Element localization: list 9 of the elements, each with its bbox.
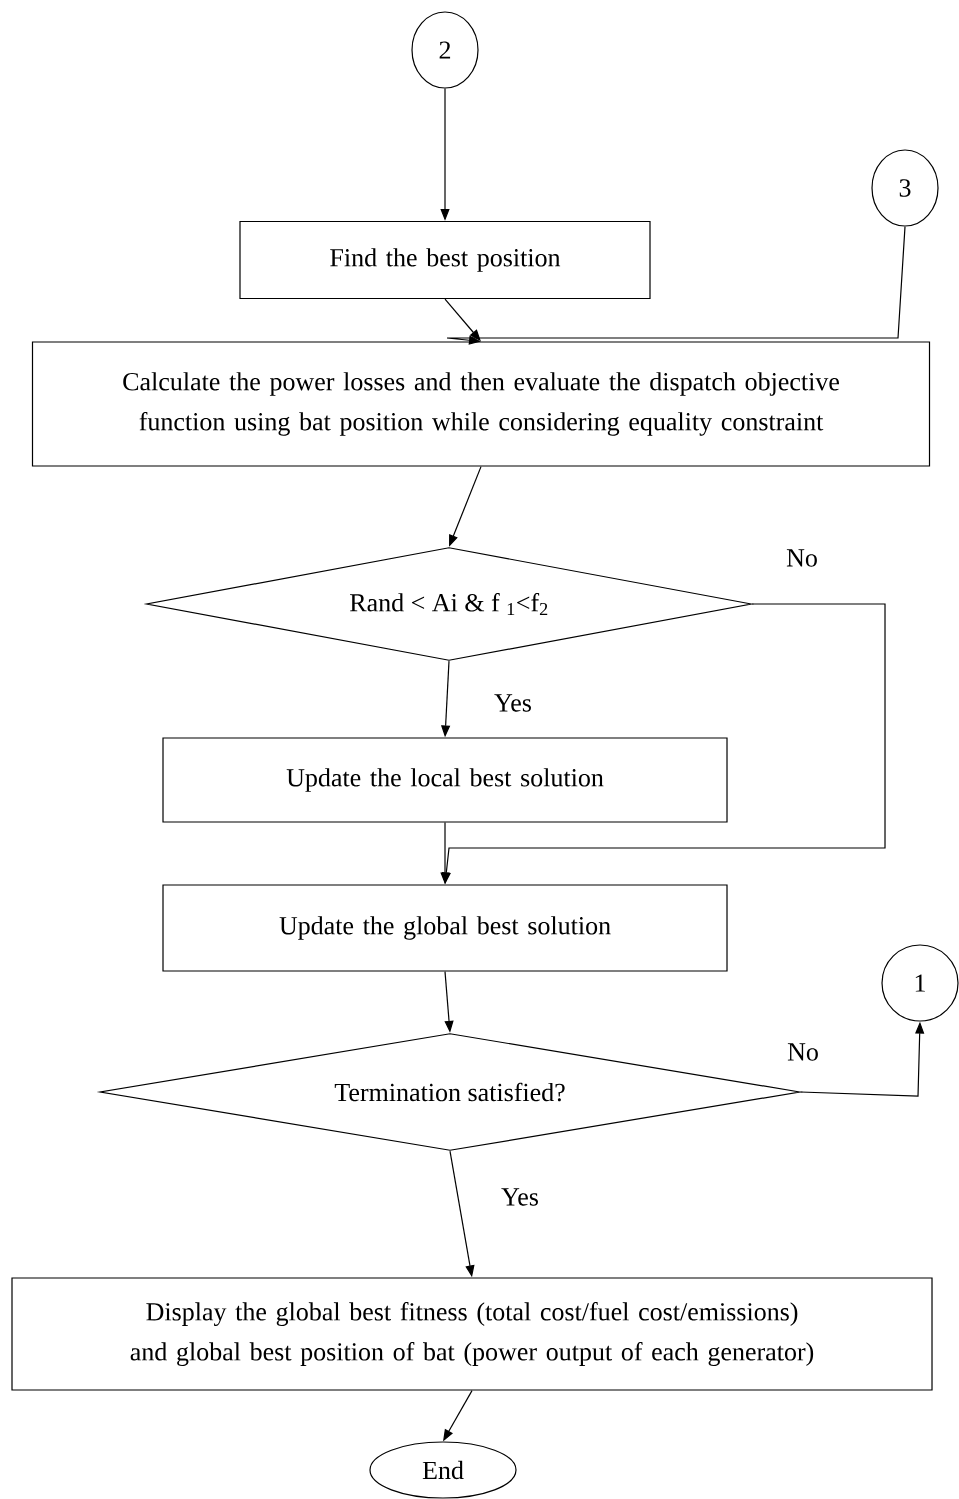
process-box: Display the global best fitness (total cost/fuel cost/emissions) and global best position of bat (power output of each generator) xyxy=(11,1277,933,1391)
edge-label: No xyxy=(785,548,819,568)
process-box: Update the global best solution xyxy=(162,884,728,972)
process-box: Update the local best solution xyxy=(162,737,728,823)
edge-label: Yes xyxy=(500,1187,540,1207)
process-box: Calculate the power losses and then evaluate the dispatch objective function using bat position while considering equality constraint xyxy=(31,341,931,467)
edge-label: Yes xyxy=(493,693,533,713)
process-box: Find the best position xyxy=(239,220,651,300)
arrow xyxy=(446,226,906,345)
